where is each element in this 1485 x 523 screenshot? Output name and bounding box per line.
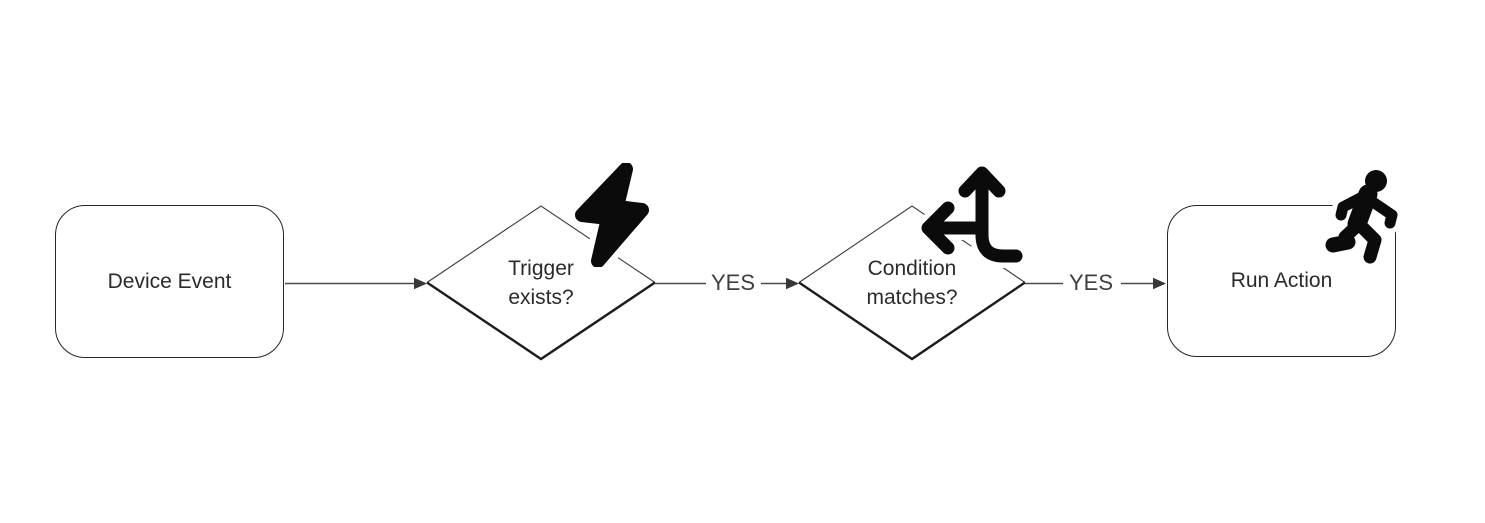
edge-label-yes-1: YES — [710, 270, 756, 295]
edge-device-event-to-trigger — [285, 277, 427, 290]
node-trigger-exists-label: Trigger exists? — [508, 257, 574, 309]
edge-condition-to-run-action — [1025, 277, 1166, 290]
lightning-bolt-icon — [570, 163, 654, 267]
node-device-event: Device Event — [55, 205, 284, 358]
split-arrows-icon — [916, 161, 1025, 268]
arrowhead — [414, 277, 427, 290]
edge-trigger-to-condition — [655, 277, 799, 290]
node-run-action-label: Run Action — [1230, 269, 1333, 292]
running-person-icon — [1322, 165, 1403, 266]
node-device-event-label: Device Event — [107, 269, 232, 293]
arrowhead — [786, 277, 799, 290]
node-condition-matches-label: Condition matches? — [866, 257, 958, 309]
arrowhead — [1153, 277, 1166, 290]
edge-label-yes-2: YES — [1068, 270, 1114, 295]
